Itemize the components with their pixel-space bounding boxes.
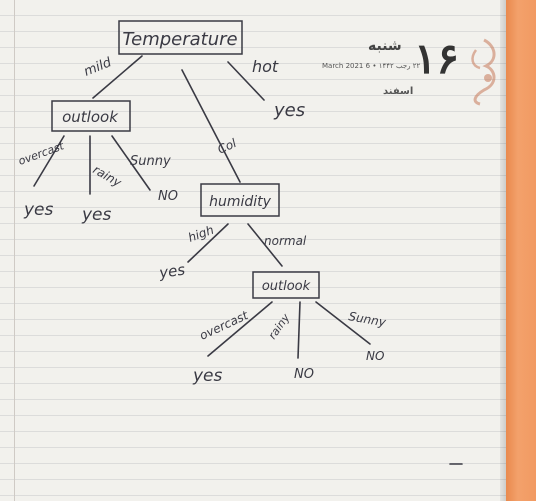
edge-hot: [227, 61, 265, 101]
node-outlook-1: outlook: [62, 108, 119, 126]
edge-label-mild: mild: [82, 55, 114, 80]
edge-rainy-2: [297, 301, 301, 359]
leaf-overcast-yes: yes: [23, 200, 54, 220]
edge-mild: [92, 55, 143, 99]
orange-side-tab: [506, 0, 536, 501]
node-box-temperature: [118, 20, 243, 55]
leaf-hot-yes: yes: [273, 100, 305, 121]
node-temperature: Temperature: [122, 29, 237, 50]
date-day-number: ۱۶: [414, 34, 460, 83]
edge-label-rainy: rainy: [91, 162, 125, 190]
node-box-outlook-1: [51, 100, 131, 132]
date-weekday: شنبه: [368, 38, 402, 54]
edge-overcast-2: [207, 301, 273, 357]
margin-line: [14, 0, 15, 501]
leaf-rainy2-no: NO: [294, 367, 314, 382]
leaf-overcast2-yes: yes: [192, 366, 223, 386]
ornament-icon: [471, 38, 496, 106]
edge-label-overcast-2: overcast: [197, 308, 251, 343]
edge-label-rainy-2: rainy: [266, 311, 293, 342]
node-box-humidity: [200, 183, 280, 217]
edge-label-sunny-2: Sunny: [347, 309, 387, 329]
edge-normal: [247, 223, 283, 267]
page-edge-shadow: [500, 0, 508, 501]
leaf-sunny2-no: NO: [366, 349, 384, 363]
edge-label-normal: normal: [264, 234, 307, 248]
leaf-sunny-no: NO: [158, 189, 178, 204]
edge-label-overcast: overcast: [17, 139, 67, 168]
edge-label-hot: hot: [252, 57, 279, 76]
node-box-outlook-2: [252, 271, 320, 299]
edge-cool: [181, 69, 241, 183]
edge-overcast: [33, 135, 65, 187]
edge-label-cool: Col: [215, 136, 239, 157]
lined-paper: [0, 0, 506, 501]
node-humidity: humidity: [209, 194, 272, 210]
node-outlook-2: outlook: [262, 279, 311, 294]
leaf-high-yes: yes: [157, 261, 186, 283]
edge-high: [187, 223, 229, 263]
edge-sunny: [111, 135, 151, 191]
date-month: اسفند: [383, 86, 414, 97]
edge-sunny-2: [315, 301, 371, 345]
edge-label-sunny: Sunny: [130, 154, 171, 169]
date-line: ۲۲ رجب ۱۴۴۲ • 6 March 2021: [322, 62, 421, 70]
leaf-rainy-yes: yes: [81, 205, 112, 225]
edge-label-high: high: [186, 223, 215, 245]
